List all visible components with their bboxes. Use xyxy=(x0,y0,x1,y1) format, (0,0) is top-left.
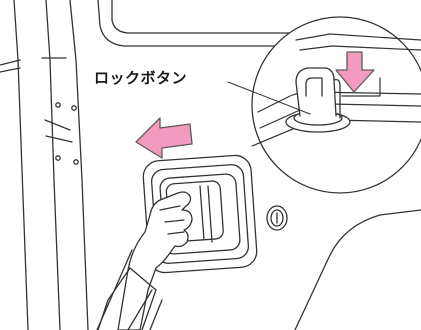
rivet-4 xyxy=(74,160,78,164)
key-cylinder xyxy=(267,206,287,230)
rivet-3 xyxy=(56,156,60,160)
rivet-1 xyxy=(56,103,60,107)
magnifier-circle xyxy=(252,17,421,193)
hand xyxy=(118,192,192,330)
lock-button-label: ロックボタン xyxy=(92,67,189,88)
rivet-2 xyxy=(72,106,76,110)
left-arrow-icon xyxy=(136,118,192,158)
